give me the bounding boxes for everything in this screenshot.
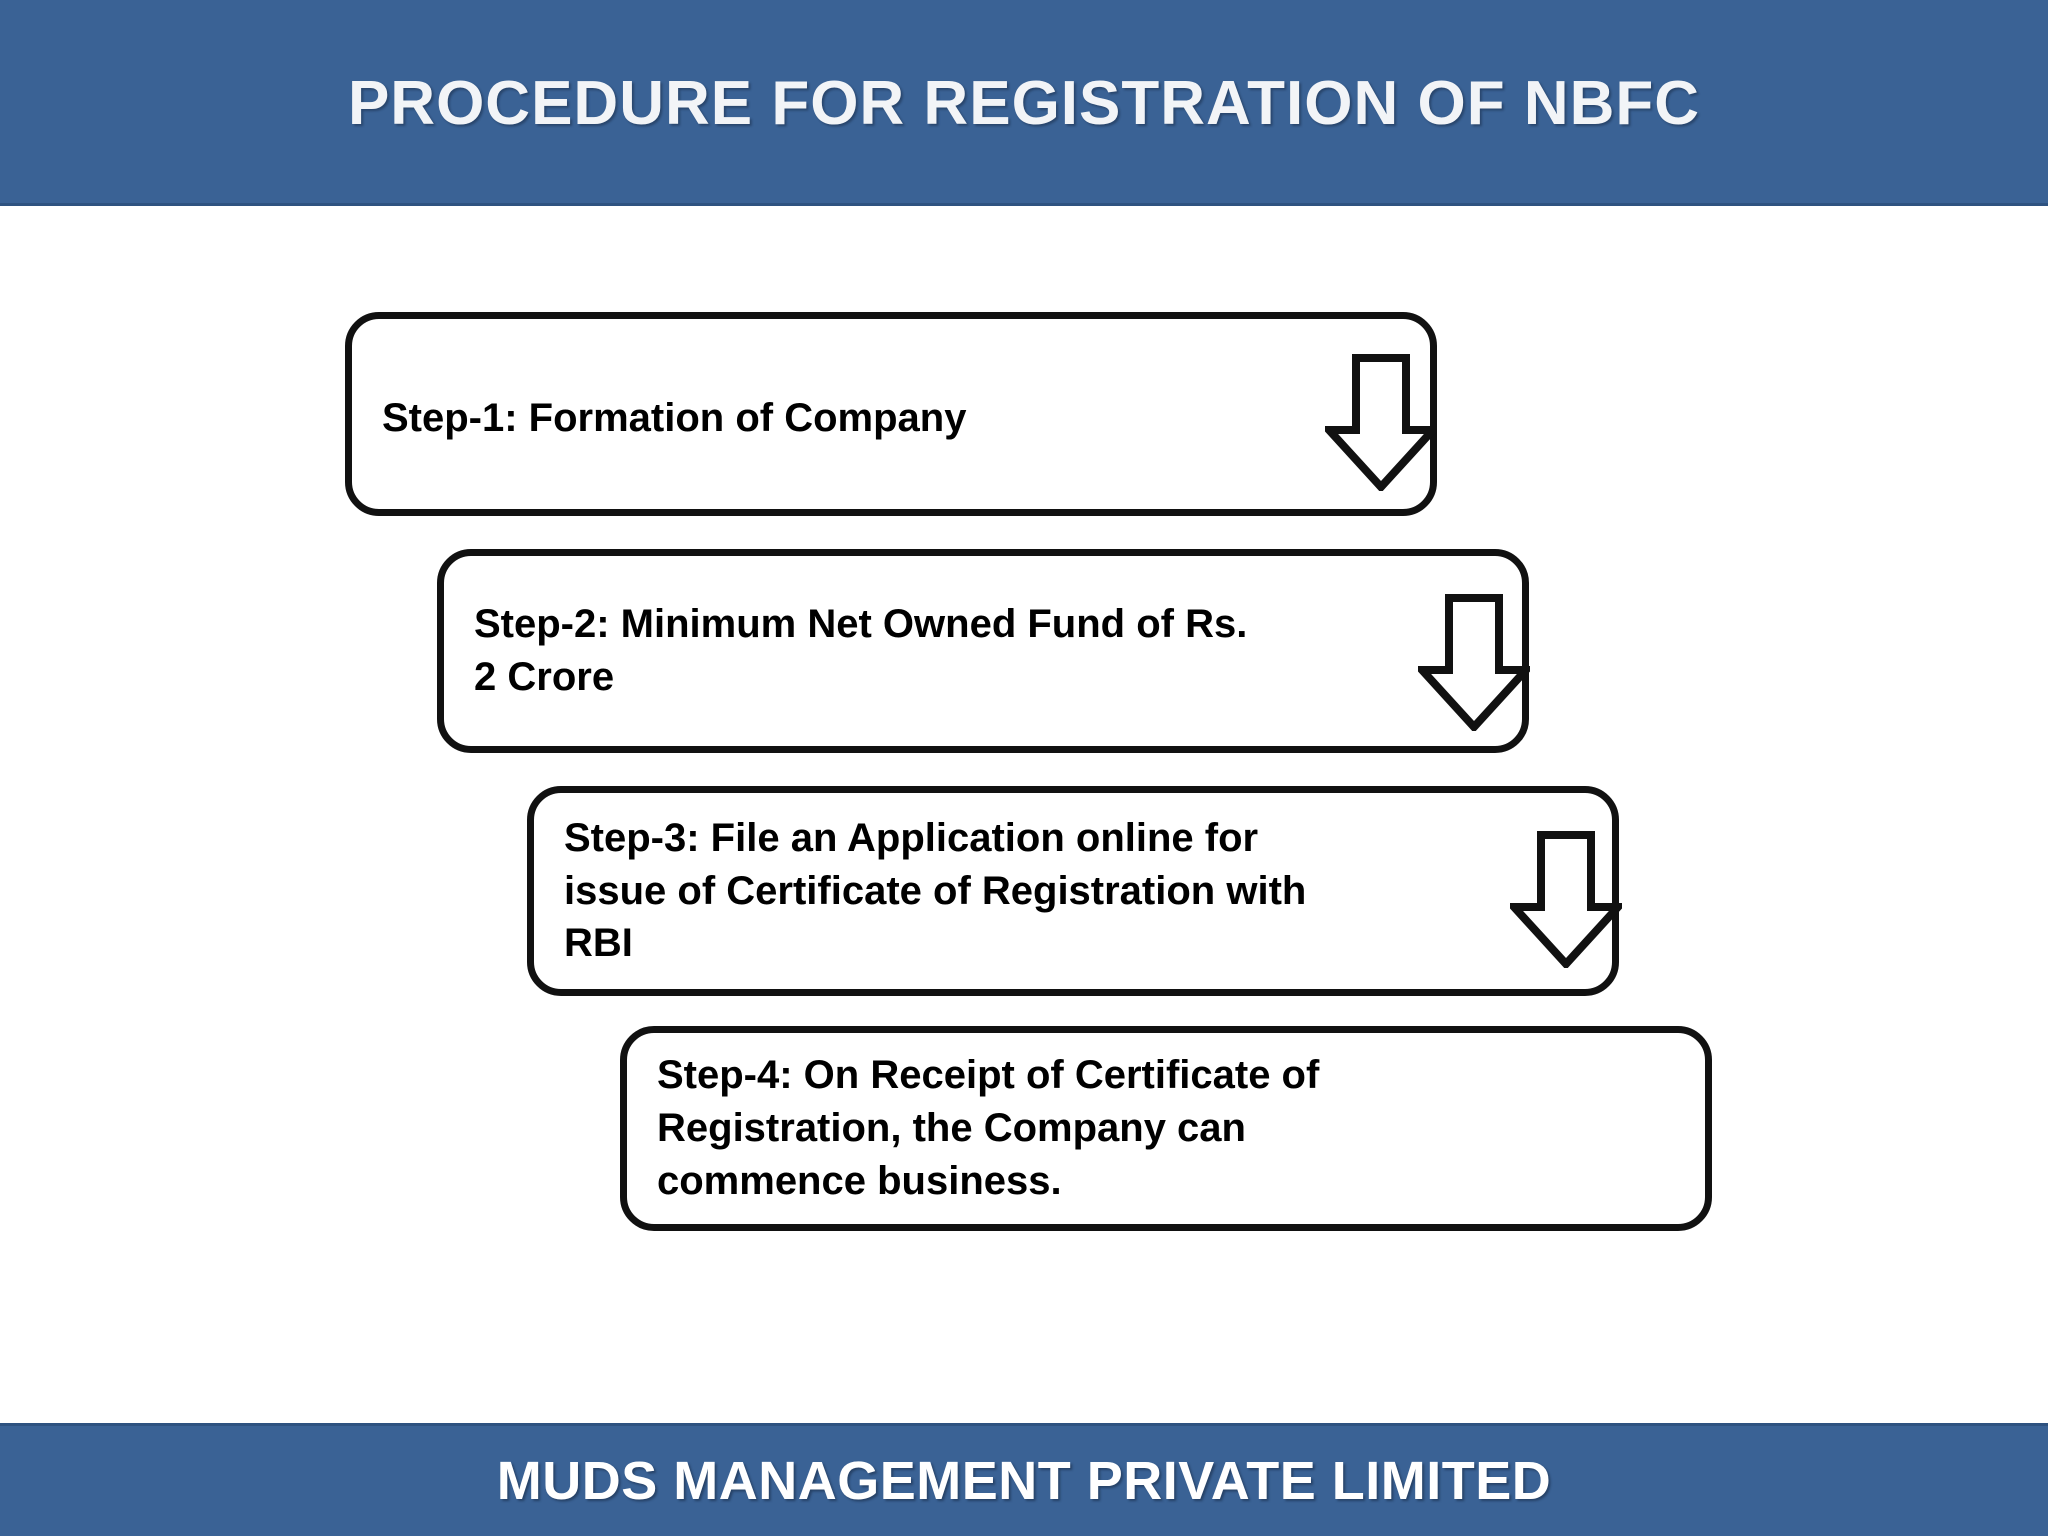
arrow-down-icon — [1418, 594, 1530, 731]
footer-bar: MUDS MANAGEMENT PRIVATE LIMITED — [0, 1423, 2048, 1536]
arrow-down-icon — [1325, 354, 1437, 491]
flow-step-2-box[interactable]: Step-2: Minimum Net Owned Fund of Rs. 2 … — [437, 549, 1529, 753]
header-bar: PROCEDURE FOR REGISTRATION OF NBFC — [0, 0, 2048, 206]
flow-connector-arrow-down-3 — [1510, 831, 1622, 968]
flow-step-4-box[interactable]: Step-4: On Receipt of Certificate of Reg… — [620, 1026, 1712, 1231]
flow-step-2-label: Step-2: Minimum Net Owned Fund of Rs. 2 … — [474, 602, 1248, 699]
flow-step-3-box[interactable]: Step-3: File an Application online for i… — [527, 786, 1619, 996]
arrow-down-icon — [1510, 831, 1622, 968]
flow-connector-arrow-down-1 — [1325, 354, 1437, 491]
flowchart: Step-1: Formation of Company Step-2: Min… — [0, 206, 2048, 1423]
flow-step-3-label: Step-3: File an Application online for i… — [564, 815, 1307, 966]
flow-step-1-label: Step-1: Formation of Company — [382, 395, 967, 440]
company-name: MUDS MANAGEMENT PRIVATE LIMITED — [496, 1451, 1552, 1511]
flow-connector-arrow-down-2 — [1418, 594, 1530, 731]
flow-step-4-label: Step-4: On Receipt of Certificate of Reg… — [657, 1053, 1320, 1203]
page-title: PROCEDURE FOR REGISTRATION OF NBFC — [347, 68, 1701, 138]
flow-step-1-box[interactable]: Step-1: Formation of Company — [345, 312, 1437, 516]
